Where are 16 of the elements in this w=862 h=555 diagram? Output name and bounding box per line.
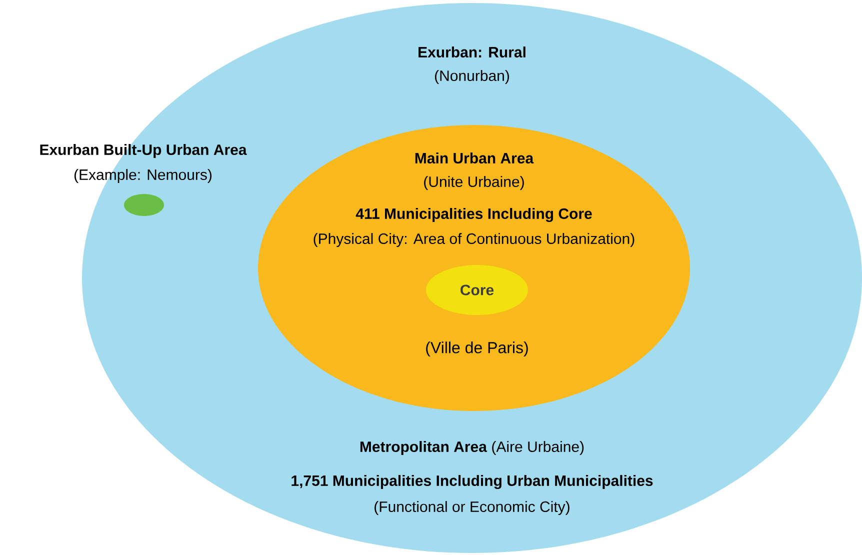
region-label: 411 Municipalities Including Core — [356, 208, 592, 222]
region-ellipse — [426, 265, 528, 315]
region-label: 1,751 Municipalities Including Urban Municipalities — [292, 474, 653, 490]
region-caption: (Ville de Paris) — [426, 342, 528, 356]
region-label: Metropolitan Area (Aire Urbaine) — [360, 441, 584, 455]
region-label: Core — [460, 284, 494, 296]
region-label: Exurban Built-Up Urban Area — [40, 144, 247, 158]
region-ellipse — [258, 125, 690, 411]
region-label: Main Urban Area — [415, 152, 534, 164]
region-label: (Functional or Economic City) — [374, 501, 570, 515]
region-label: (Nonurban) — [435, 70, 509, 84]
region-ellipse — [124, 194, 164, 216]
region-label: (Unite Urbaine) — [424, 176, 524, 190]
region-label: (Example: Nemours) — [74, 169, 212, 183]
region-label: Exurban: Rural — [418, 46, 526, 58]
region-label: (Physical City: Area of Continuous Urbanization) — [314, 233, 634, 247]
